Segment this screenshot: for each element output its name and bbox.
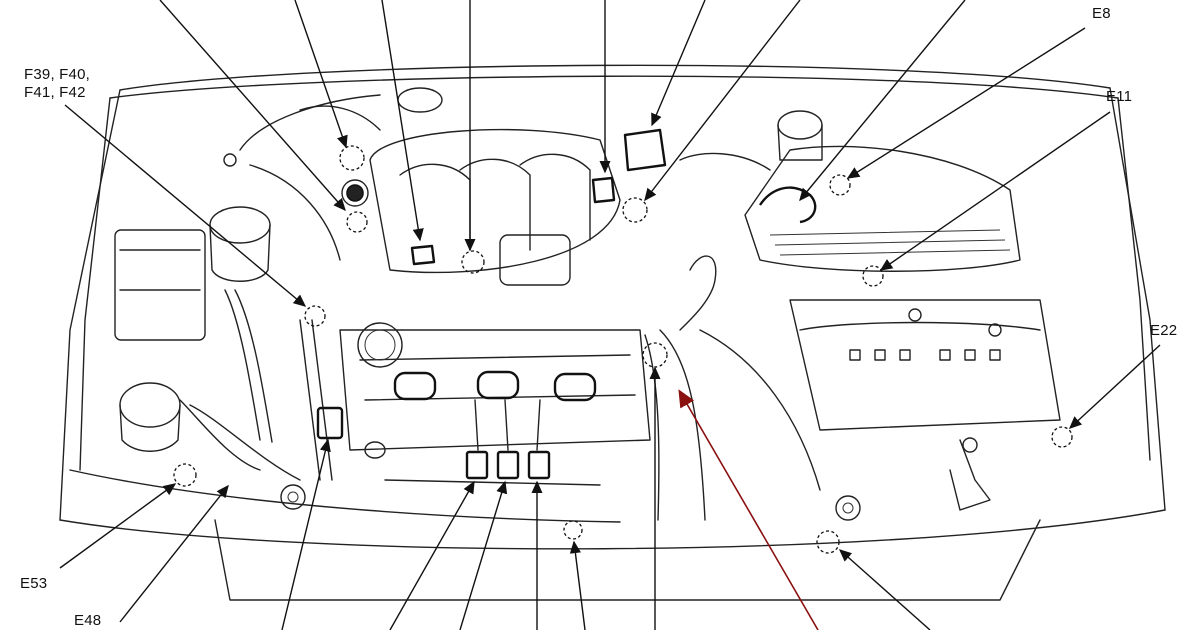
left-harness <box>189 319 344 510</box>
battery <box>789 299 1061 511</box>
leader-lines <box>59 0 1161 630</box>
air-cleaner <box>679 110 1021 272</box>
label-e8: E8 <box>1092 5 1111 22</box>
body-frame <box>59 64 1166 601</box>
label-f39-f42: F39, F40, F41, F42 <box>24 66 90 101</box>
label-e48: E48 <box>74 612 102 629</box>
battery-cells <box>849 349 1001 361</box>
label-e53: E53 <box>20 575 48 592</box>
label-e22: E22 <box>1150 322 1178 339</box>
intake-manifold <box>299 87 621 286</box>
location-markers <box>173 145 1073 554</box>
top-connectors <box>341 128 667 266</box>
left-components <box>114 94 381 471</box>
injector-connectors <box>465 450 551 480</box>
ignition-coils <box>393 370 597 402</box>
engine-head <box>339 322 651 486</box>
right-harness <box>644 255 861 521</box>
label-e11: E11 <box>1106 88 1133 105</box>
